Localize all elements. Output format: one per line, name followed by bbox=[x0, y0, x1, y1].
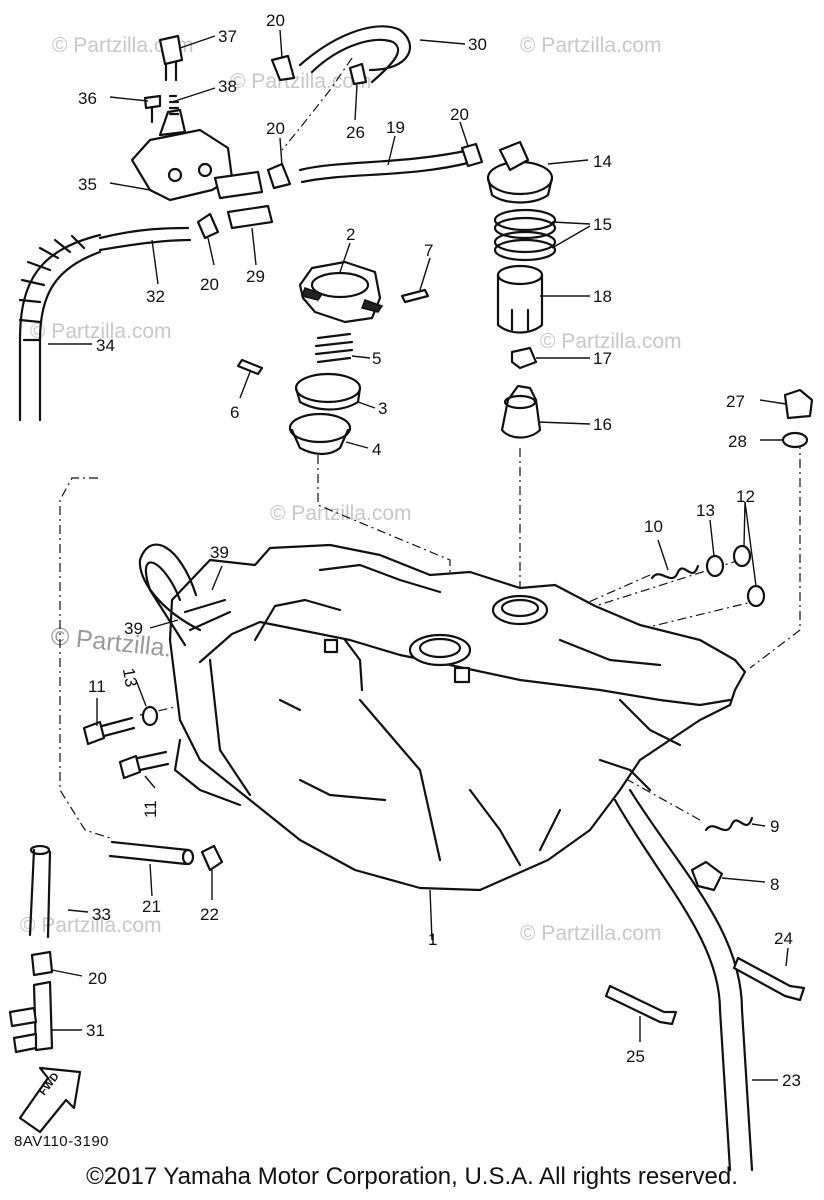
diagram-code: 8AV110-3190 bbox=[14, 1133, 110, 1150]
fuel-cap-assembly bbox=[236, 260, 430, 456]
callout-22: 22 bbox=[200, 905, 219, 924]
watermark: © Partzilla.com bbox=[30, 320, 172, 343]
callout-27: 27 bbox=[726, 392, 745, 411]
callout-39b: 39 bbox=[124, 619, 143, 638]
callout-35: 35 bbox=[78, 175, 97, 194]
callout-26: 26 bbox=[346, 123, 365, 142]
callout-24: 24 bbox=[774, 929, 793, 948]
watermark: © Partzilla.com bbox=[540, 330, 682, 353]
callout-15: 15 bbox=[593, 215, 612, 234]
callout-30: 30 bbox=[468, 35, 487, 54]
callout-13b: 13 bbox=[119, 667, 141, 689]
callout-5: 5 bbox=[372, 349, 381, 368]
watermark: © Partzilla.com bbox=[270, 502, 412, 525]
callout-13: 13 bbox=[696, 501, 715, 520]
copyright-notice: ©2017 Yamaha Motor Corporation, U.S.A. A… bbox=[86, 1163, 738, 1190]
callout-11: 11 bbox=[88, 677, 106, 696]
callout-25: 25 bbox=[626, 1047, 645, 1066]
callout-32: 32 bbox=[146, 287, 165, 306]
callout-20: 20 bbox=[200, 275, 219, 294]
callout-1: 1 bbox=[428, 930, 437, 949]
callout-12: 12 bbox=[736, 487, 755, 506]
watermark: © Partzilla.com bbox=[520, 922, 662, 945]
callout-14: 14 bbox=[593, 152, 612, 171]
callout-33: 33 bbox=[92, 905, 111, 924]
callout-23: 23 bbox=[782, 1071, 801, 1090]
callout-20: 20 bbox=[88, 969, 107, 988]
callout-20: 20 bbox=[450, 105, 469, 124]
fuel-tank bbox=[138, 543, 747, 892]
callout-9: 9 bbox=[770, 817, 779, 836]
callout-11b: 11 bbox=[141, 800, 160, 818]
callout-16: 16 bbox=[593, 415, 612, 434]
callout-20: 20 bbox=[266, 11, 285, 30]
callout-18: 18 bbox=[593, 287, 612, 306]
fuel-pump-assembly bbox=[486, 140, 557, 439]
callout-4: 4 bbox=[372, 440, 381, 459]
watermark: © Partzilla.com bbox=[52, 34, 194, 57]
small-parts: FWD bbox=[8, 388, 814, 1172]
callout-19: 19 bbox=[386, 118, 405, 137]
leader-lines bbox=[48, 29, 789, 1081]
callout-8: 8 bbox=[770, 875, 779, 894]
callout-3: 3 bbox=[378, 399, 387, 418]
callout-2: 2 bbox=[346, 225, 355, 244]
watermark: © Partzilla.com bbox=[230, 70, 372, 93]
callout-21: 21 bbox=[142, 897, 161, 916]
callout-38: 38 bbox=[218, 77, 237, 96]
callout-29: 29 bbox=[246, 267, 265, 286]
watermark: © Partzilla.com bbox=[520, 34, 662, 57]
callout-39: 39 bbox=[210, 543, 229, 562]
callout-6: 6 bbox=[230, 403, 239, 422]
callout-17: 17 bbox=[593, 349, 612, 368]
callout-31: 31 bbox=[86, 1021, 105, 1040]
callout-28: 28 bbox=[728, 432, 747, 451]
callout-36: 36 bbox=[78, 89, 97, 108]
callout-7: 7 bbox=[424, 241, 433, 260]
callout-34: 34 bbox=[96, 336, 115, 355]
watermark: © Partzilla.com bbox=[20, 914, 162, 937]
callout-10: 10 bbox=[644, 517, 663, 536]
callout-37: 37 bbox=[218, 27, 237, 46]
callout-20: 20 bbox=[266, 119, 285, 138]
callout-numbers: 1 2 3 4 5 6 7 8 9 10 11 11 12 13 13 14 1… bbox=[78, 11, 801, 1090]
